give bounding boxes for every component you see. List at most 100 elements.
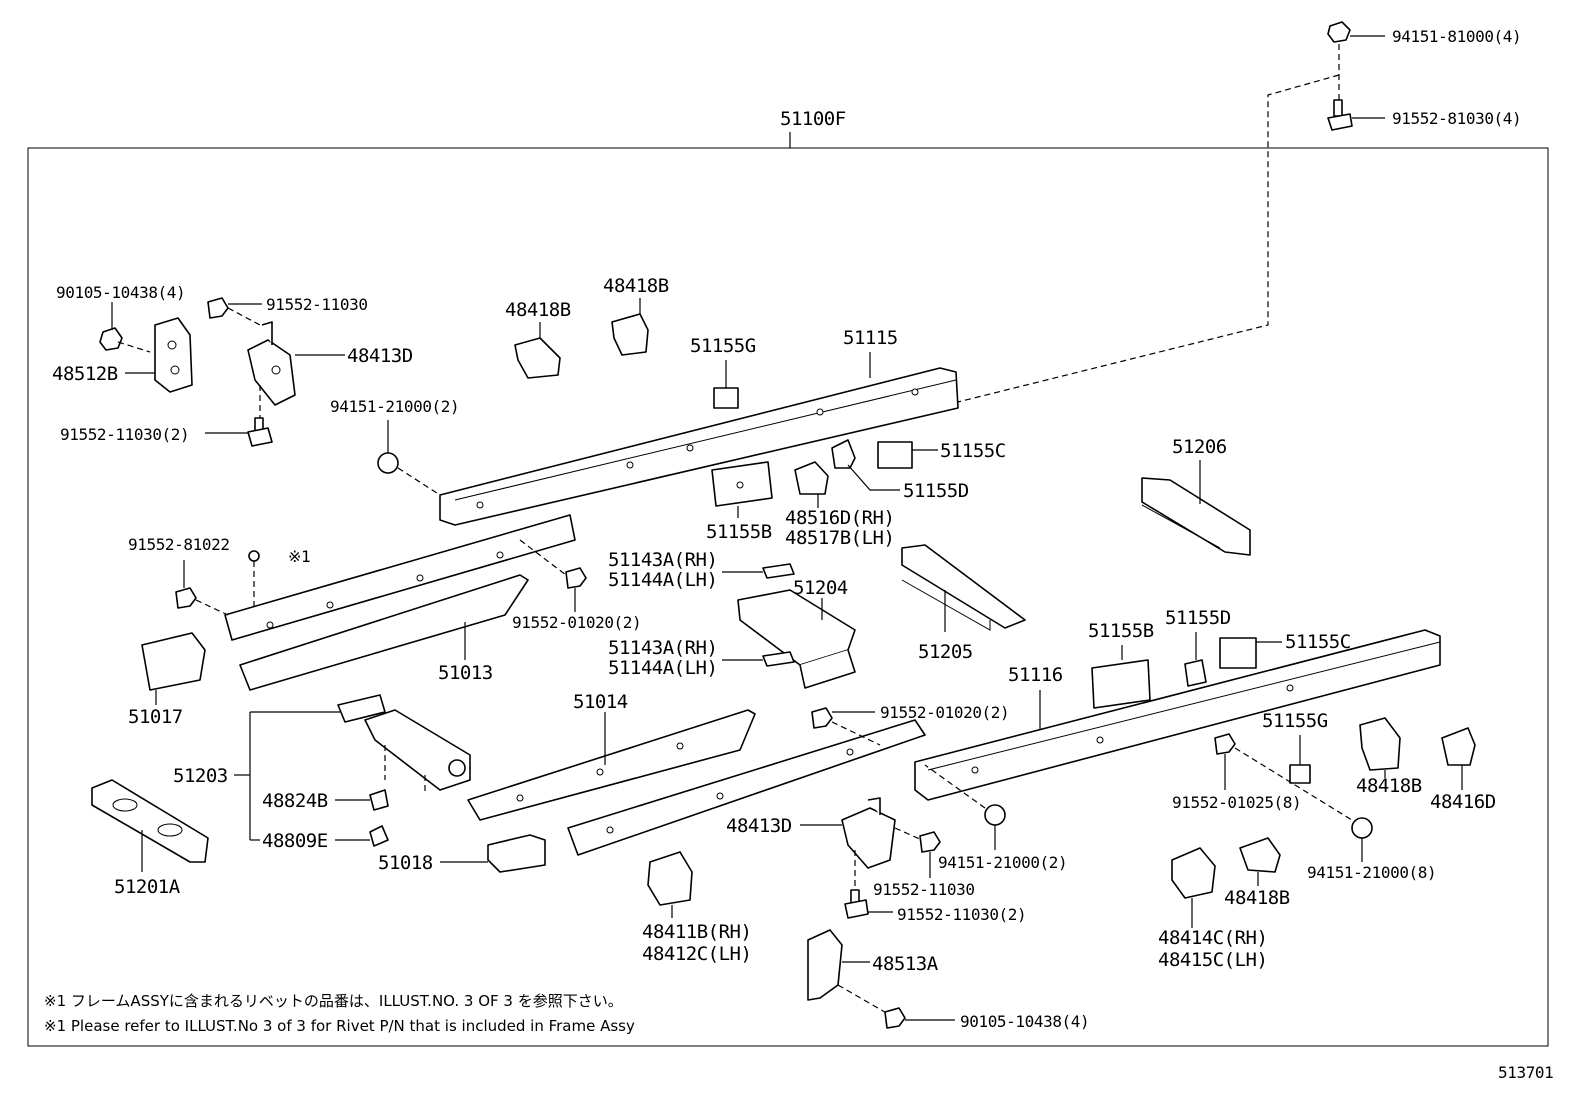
part-51204 (737, 589, 856, 689)
label-48413D-top: 48413D (347, 345, 413, 367)
nut-94151-21000-bot (924, 764, 1006, 850)
label-51018: 51018 (378, 852, 433, 874)
label-90105-10438-top: 90105-10438(4) (56, 283, 185, 302)
figure-number: 513701 (1498, 1063, 1553, 1082)
bolt-91552-11030-top (207, 297, 263, 327)
part-48411B (647, 851, 693, 918)
label-48418B-b: 48418B (603, 275, 669, 297)
label-51206: 51206 (1172, 436, 1227, 458)
label-91552-81022: 91552-81022 (128, 535, 230, 554)
part-51017 (141, 632, 206, 705)
bolt-91552-11030-2-bot (844, 889, 893, 919)
bolt-91552-81022 (175, 560, 229, 616)
part-51143A-b (722, 651, 795, 667)
bolt-90105-10438-top (99, 302, 151, 353)
label-51115: 51115 (843, 327, 898, 349)
label-51144A-a: 51144A(LH) (608, 569, 717, 591)
label-51155C-bot: 51155C (1285, 631, 1351, 653)
label-90105-10438-bot: 90105-10438(4) (960, 1012, 1089, 1031)
label-91552-11030-2-bot: 91552-11030(2) (897, 905, 1026, 924)
label-48512B: 48512B (52, 363, 118, 385)
label-91552-11030-bot: 91552-11030 (873, 880, 975, 899)
part-51155B-top (711, 461, 773, 518)
part-48416D (1441, 727, 1476, 790)
label-51017: 51017 (128, 706, 183, 728)
note-english: ※1 Please refer to ILLUST.No 3 of 3 for … (44, 1017, 635, 1035)
label-51155D-top: 51155D (903, 480, 969, 502)
part-51155G-top (713, 360, 739, 409)
label-48418B-a: 48418B (505, 299, 571, 321)
nut-94151-21000-8 (1351, 817, 1373, 862)
label-51201A: 51201A (114, 876, 181, 898)
label-91552-11030-2-top: 91552-11030(2) (60, 425, 189, 444)
label-91552-81030: 91552-81030(4) (1392, 109, 1521, 128)
label-51143A-a: 51143A(RH) (608, 549, 717, 571)
label-48824B: 48824B (262, 790, 328, 812)
part-48418B-a (514, 322, 561, 379)
part-51155D-bot (1184, 632, 1207, 687)
label-48516D: 48516D(RH) (785, 507, 894, 529)
label-94151-81000: 94151-81000(4) (1392, 27, 1521, 46)
label-91552-11030-top: 91552-11030 (266, 295, 368, 314)
label-51203: 51203 (173, 765, 228, 787)
label-51143A-b: 51143A(RH) (608, 637, 717, 659)
part-51155C-bot (1219, 637, 1282, 669)
part-48513A (807, 929, 891, 1016)
label-51155C-top: 51155C (940, 440, 1006, 462)
part-48516D (794, 461, 829, 508)
label-94151-21000-8: 94151-21000(8) (1307, 863, 1436, 882)
rivet-mark1 (248, 550, 260, 610)
label-51116: 51116 (1008, 664, 1063, 686)
label-51014: 51014 (573, 691, 628, 713)
label-91552-01020-b: 91552-01020(2) (880, 703, 1009, 722)
part-48418B-c (1359, 717, 1401, 778)
bolt-91552-01020-a (519, 539, 587, 612)
part-48824B (335, 789, 389, 811)
bolt-94151-81000 (1327, 21, 1385, 43)
label-51100F: 51100F (780, 108, 846, 130)
bolt-91552-11030-bot (919, 831, 941, 878)
label-51155B-bot: 51155B (1088, 620, 1154, 642)
label-48517B: 48517B(LH) (785, 527, 894, 549)
part-51115-rail (439, 352, 959, 526)
nut-94151-21000-top (377, 420, 441, 496)
label-48809E: 48809E (262, 830, 328, 852)
label-51144A-b: 51144A(LH) (608, 657, 717, 679)
part-48414C (1171, 847, 1216, 928)
part-51018 (440, 834, 546, 873)
label-51155B-top: 51155B (706, 521, 772, 543)
label-48418B-d: 48418B (1224, 887, 1290, 909)
label-mark1: ※1 (288, 547, 310, 566)
part-51155D-top (831, 439, 900, 491)
label-51155G-bot: 51155G (1262, 710, 1328, 732)
part-48512B (125, 317, 193, 393)
label-48411B: 48411B(RH) (642, 921, 751, 943)
label-48412C: 48412C(LH) (642, 943, 751, 965)
label-51013: 51013 (438, 662, 493, 684)
frame-assembly-border (27, 147, 1549, 1047)
label-48513A: 48513A (872, 953, 939, 975)
part-51203 (234, 694, 471, 840)
part-51014 (467, 709, 756, 821)
part-51201A (91, 779, 209, 872)
part-51155B-bot (1091, 645, 1151, 709)
part-51206 (1141, 460, 1251, 556)
bolt-90105-10438-bot (884, 1007, 955, 1029)
bolt-91552-81030 (1327, 99, 1385, 131)
part-48413D-top (247, 321, 345, 406)
label-51205: 51205 (918, 641, 973, 663)
label-48414C: 48414C(RH) (1158, 927, 1267, 949)
bolt-91552-11030-2-top (205, 385, 273, 447)
part-51116-rail (914, 629, 1441, 801)
part-51155G-bot (1289, 735, 1311, 784)
label-51155G-top: 51155G (690, 335, 756, 357)
label-48416D: 48416D (1430, 791, 1496, 813)
label-48415C: 48415C(LH) (1158, 949, 1267, 971)
part-48809E (250, 825, 389, 847)
label-51155D-bot: 51155D (1165, 607, 1231, 629)
label-48418B-c: 48418B (1356, 775, 1422, 797)
part-48418B-d (1239, 837, 1281, 886)
label-91552-01025: 91552-01025(8) (1172, 793, 1301, 812)
